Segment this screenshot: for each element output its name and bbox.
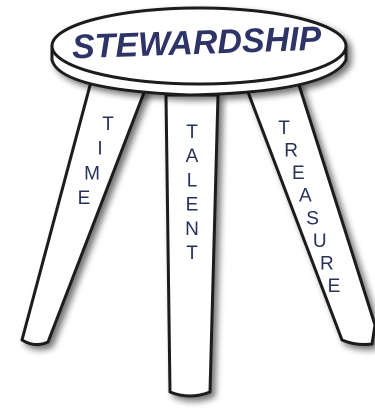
leg-letter: A — [186, 146, 199, 167]
leg-letter: U — [313, 231, 327, 252]
leg-letter: E — [292, 163, 305, 184]
leg-letter: S — [306, 208, 319, 229]
leg-letter: T — [186, 243, 198, 264]
leg-letter: E — [78, 188, 91, 209]
leg-letter: A — [299, 186, 312, 207]
stool-seat: STEWARDSHIP — [52, 8, 346, 95]
leg-letter: R — [320, 253, 334, 274]
leg-letter: R — [284, 141, 298, 162]
leg-letter: T — [186, 122, 198, 143]
leg-letter: E — [328, 276, 341, 297]
leg-letter: E — [186, 195, 199, 216]
leg-letter: M — [84, 163, 100, 184]
leg-letter: L — [187, 170, 198, 191]
leg-letter: T — [278, 118, 290, 139]
leg-letter: T — [102, 114, 114, 135]
leg-letter: N — [185, 219, 199, 240]
leg-letter: I — [97, 139, 102, 160]
